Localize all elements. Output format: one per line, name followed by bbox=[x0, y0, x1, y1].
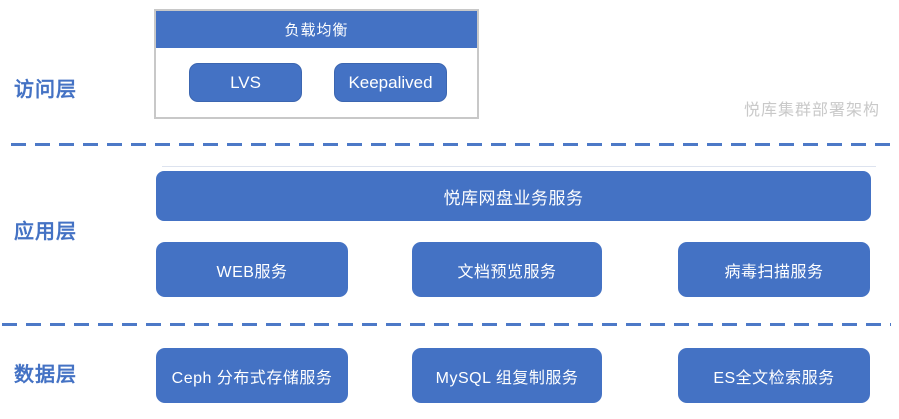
node-main-business-service: 悦库网盘业务服务 bbox=[156, 171, 871, 221]
divider-application-data bbox=[2, 323, 891, 326]
layer-label-application: 应用层 bbox=[14, 221, 77, 243]
node-doc-preview-service: 文档预览服务 bbox=[412, 242, 602, 297]
load-balancer-group-title: 负载均衡 bbox=[156, 11, 477, 48]
hairline-above-main-service bbox=[162, 166, 876, 167]
divider-access-application bbox=[11, 143, 891, 146]
node-ceph-storage-service: Ceph 分布式存储服务 bbox=[156, 348, 348, 403]
layer-label-data: 数据层 bbox=[14, 364, 77, 386]
node-lvs: LVS bbox=[189, 63, 302, 102]
node-mysql-replication-service: MySQL 组复制服务 bbox=[412, 348, 602, 403]
layer-label-access: 访问层 bbox=[14, 79, 77, 101]
node-es-fulltext-service: ES全文检索服务 bbox=[678, 348, 870, 403]
node-virus-scan-service: 病毒扫描服务 bbox=[678, 242, 870, 297]
node-keepalived: Keepalived bbox=[334, 63, 447, 102]
load-balancer-group: 负载均衡 LVS Keepalived bbox=[154, 9, 479, 119]
node-web-service: WEB服务 bbox=[156, 242, 348, 297]
watermark-text: 悦库集群部署架构 bbox=[744, 102, 881, 119]
